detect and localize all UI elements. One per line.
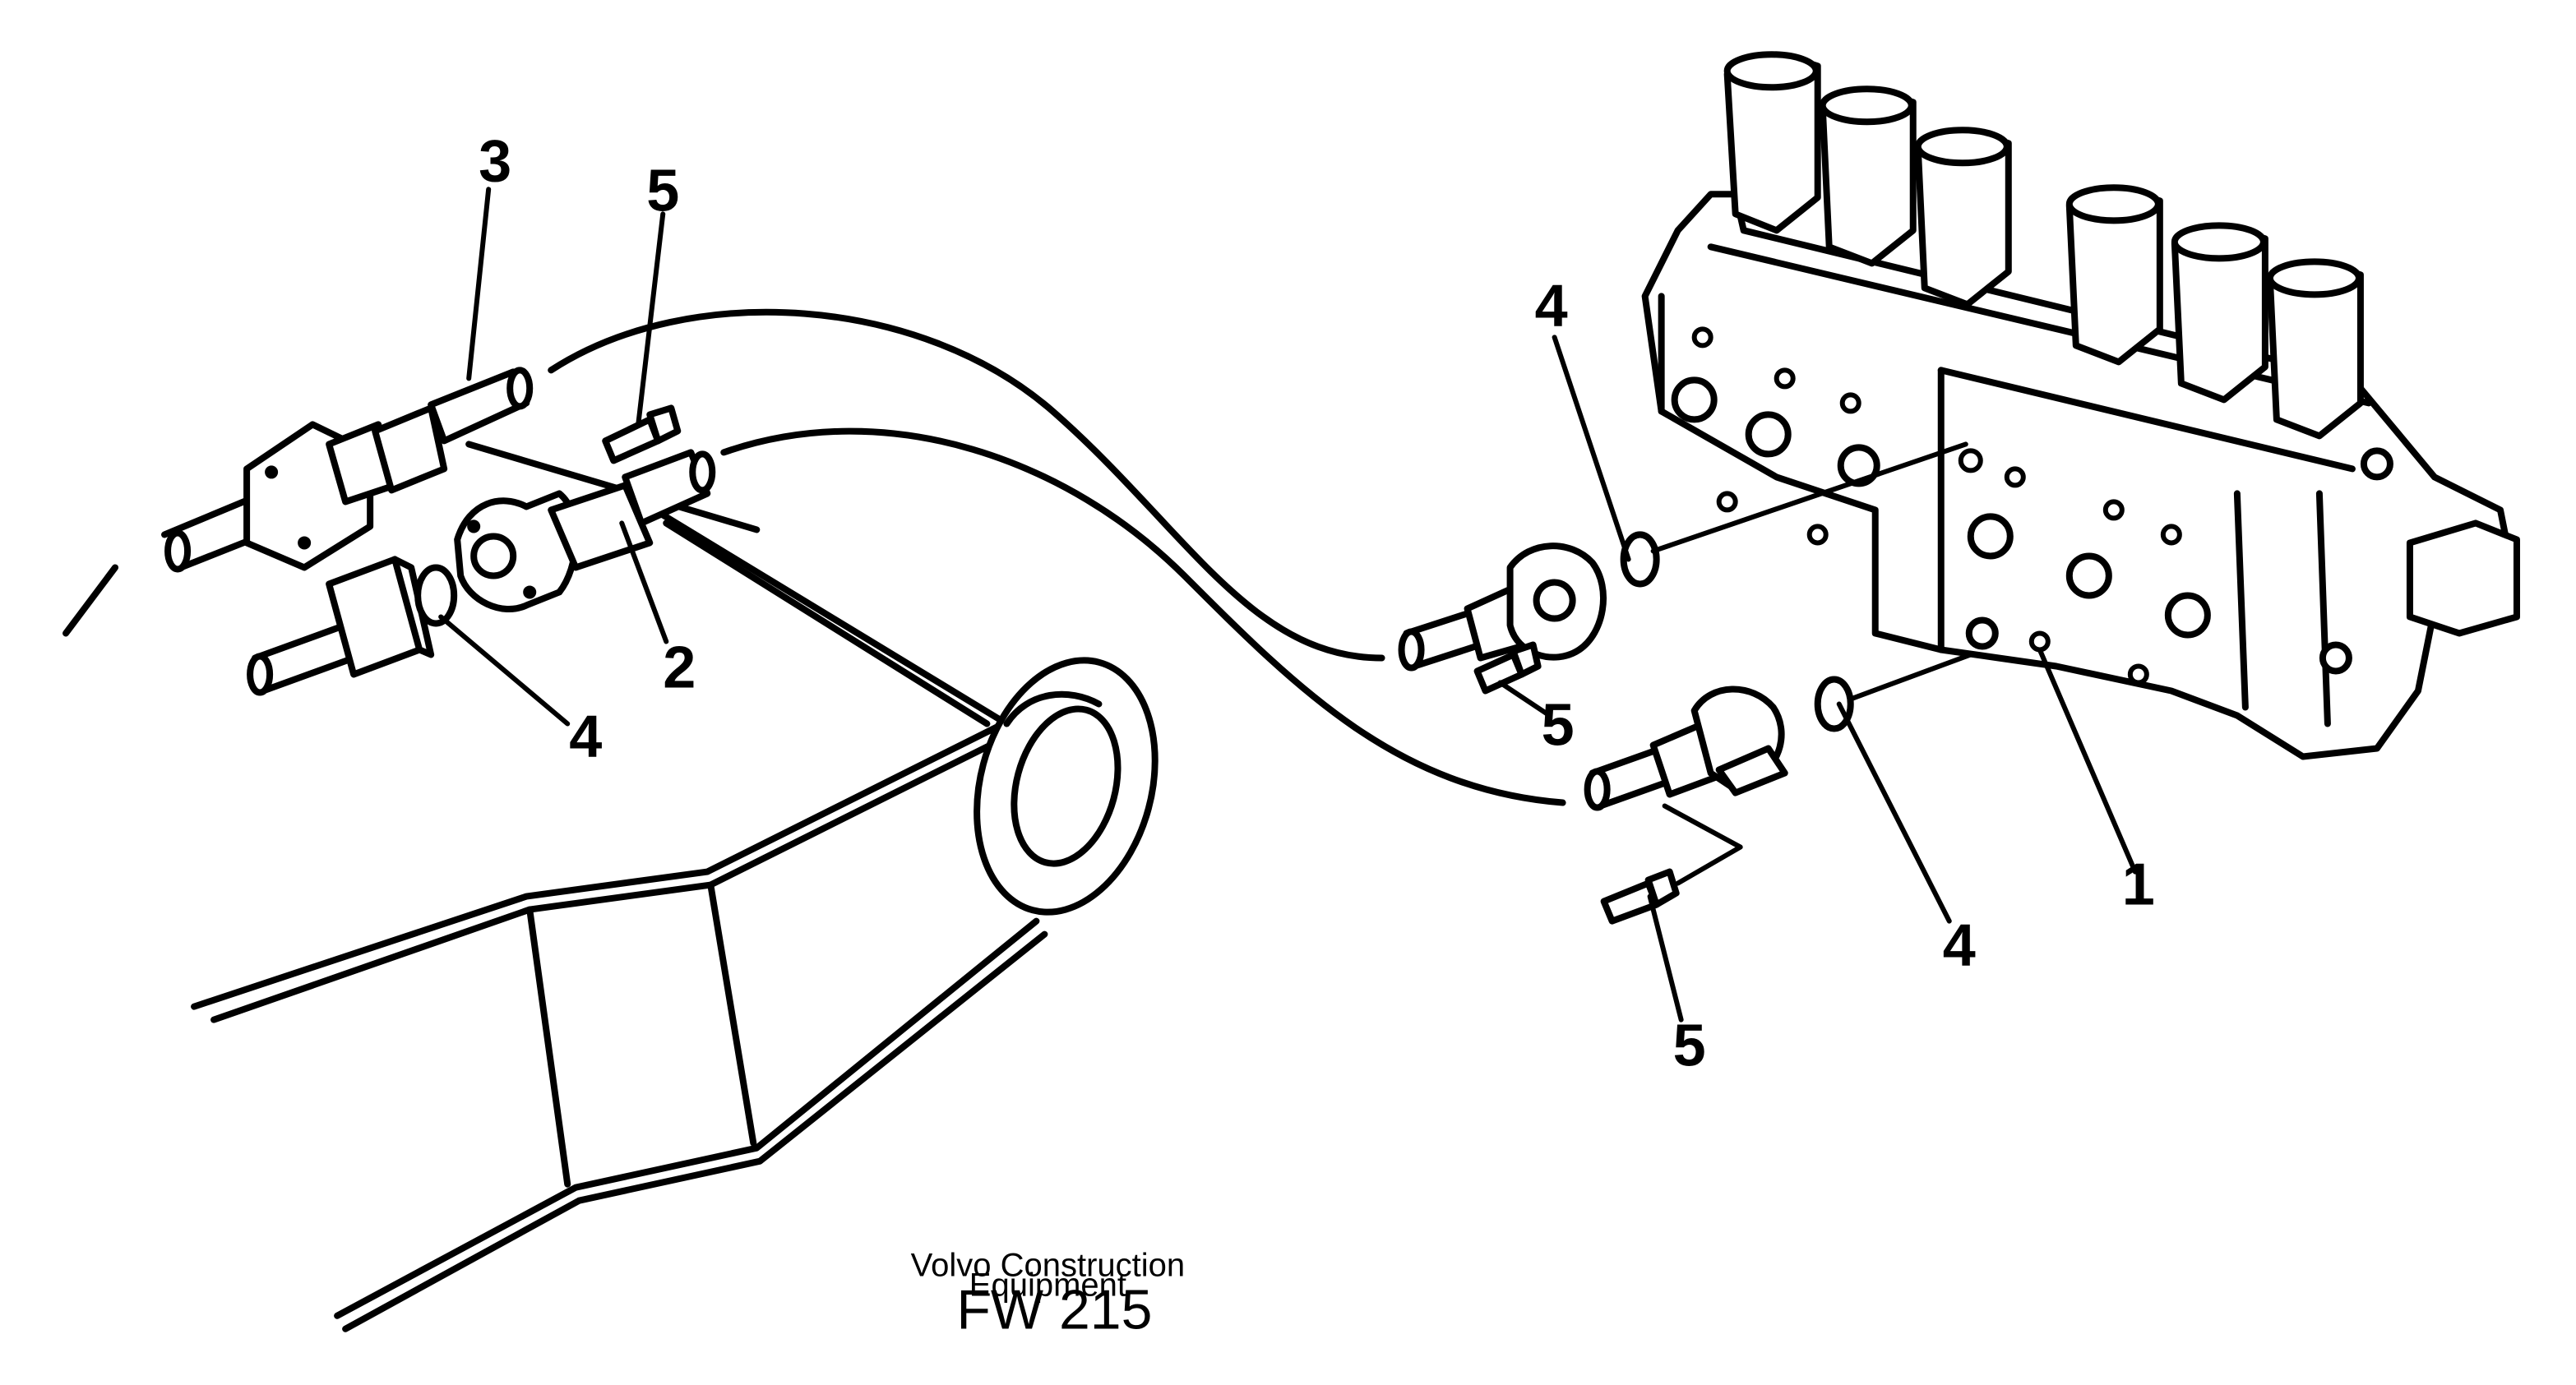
callout-4-upper-right: 4 [1535, 273, 1568, 339]
figure-code: FW 215 [956, 1279, 1152, 1341]
callout-3: 3 [479, 128, 511, 194]
callout-1: 1 [2122, 852, 2155, 918]
caption-line-2: Equipment [969, 1267, 1126, 1304]
callout-5-lower-right: 5 [1673, 1013, 1706, 1079]
leader-lines [438, 187, 2138, 1023]
valve-bolts [1671, 326, 2211, 686]
left-hose-fittings [161, 367, 716, 696]
callout-5-left: 5 [646, 158, 679, 224]
callout-2: 2 [663, 635, 696, 700]
callout-5-upper-right: 5 [1542, 693, 1575, 759]
right-hose-fittings [1398, 441, 1973, 925]
caption: Volvo Construction Equipment FW 215 [911, 1248, 1186, 1341]
solenoid-caps [1723, 51, 2364, 440]
callout-4-left: 4 [569, 704, 602, 770]
callout-labels: 1 2 3 4 4 4 5 5 5 [479, 128, 2155, 1078]
caption-line-1: Volvo Construction [911, 1248, 1186, 1284]
callout-4-lower-right: 4 [1943, 913, 1976, 979]
hydraulic-hoses [548, 308, 1566, 806]
boom-arm [62, 441, 1159, 1332]
control-valve-block [1641, 51, 2520, 760]
